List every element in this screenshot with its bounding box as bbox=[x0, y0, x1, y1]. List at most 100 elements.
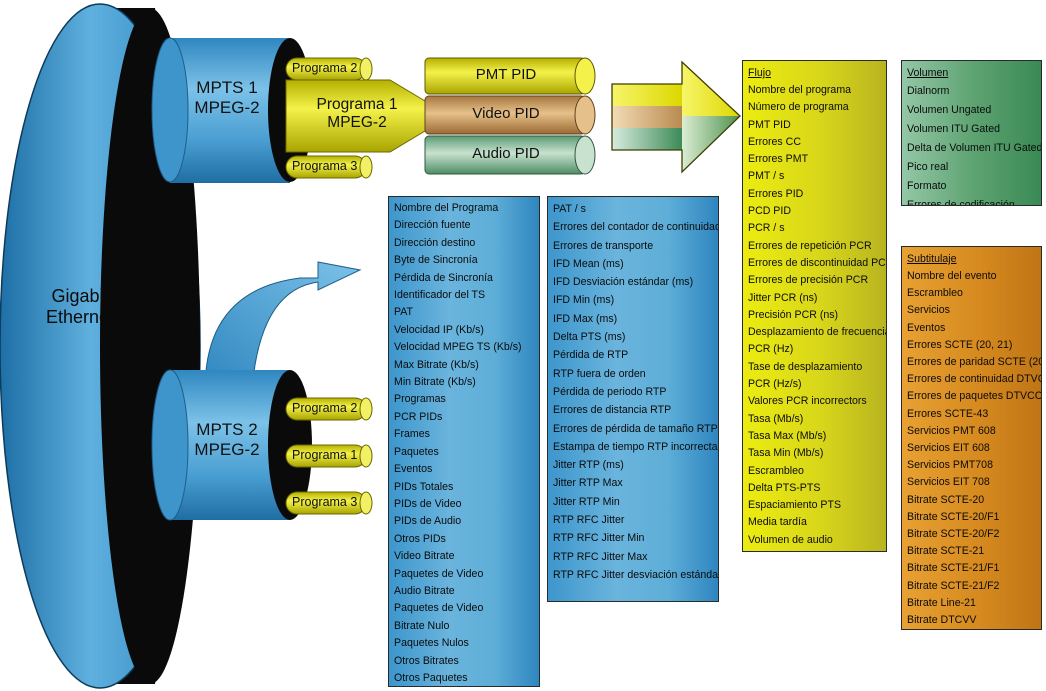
subtitulaje-item: Servicios EIT 608 bbox=[907, 442, 990, 455]
subtitulaje-item: Bitrate SCTE-21/F1 bbox=[907, 562, 1000, 575]
volumen-item: Dialnorm bbox=[907, 85, 950, 97]
subtitulaje-item: Nombre del evento bbox=[907, 270, 997, 282]
flujo-item: Delta PTS-PTS bbox=[748, 481, 821, 494]
volumen-item: Volumen Ungated bbox=[907, 104, 992, 116]
flujo-item: PCR (Hz/s) bbox=[748, 378, 802, 391]
transport-metric-item: Paquetes de Video bbox=[394, 602, 484, 615]
curved-arrow-icon bbox=[204, 261, 362, 391]
flujo-item: Valores PCR incorrectors bbox=[748, 395, 867, 408]
mpts1-program-tubes bbox=[285, 57, 431, 179]
subtitulaje-item: Errores SCTE (20, 21) bbox=[907, 338, 1013, 351]
mpts2-program-1: Programa 1 bbox=[292, 448, 358, 462]
flujo-item: Precisión PCR (ns) bbox=[748, 308, 839, 321]
volumen-item: Pico real bbox=[907, 161, 949, 173]
flujo-item: Errores PMT bbox=[748, 153, 809, 166]
mpts2-program-2: Programa 2 bbox=[292, 401, 358, 415]
subtitulaje-item: Bitrate SCTE-20 bbox=[907, 493, 985, 506]
subtitulaje-item: Bitrate SCTE-20/F2 bbox=[907, 528, 1000, 541]
transport-metric-item: Velocidad IP (Kb/s) bbox=[394, 323, 484, 336]
pid-tubes bbox=[424, 57, 596, 175]
rtp-metric-item: IFD Min (ms) bbox=[553, 294, 615, 307]
transport-metric-item: Min Bitrate (Kb/s) bbox=[394, 376, 476, 389]
subtitulaje-item: Escrambleo bbox=[907, 287, 963, 300]
mpts1-program-2: Programa 2 bbox=[292, 61, 358, 75]
rtp-metric-item: IFD Mean (ms) bbox=[553, 257, 624, 270]
rtp-metric-item: Errores de distancia RTP bbox=[553, 404, 672, 417]
flujo-item: PCD PID bbox=[748, 205, 791, 218]
subtitulaje-item: Bitrate DTCVV bbox=[907, 614, 977, 627]
rtp-metric-item: Pérdida de periodo RTP bbox=[553, 385, 667, 398]
volumen-item: Formato bbox=[907, 180, 947, 192]
mpts1-line1: MPTS 1 bbox=[196, 78, 258, 97]
volumen-item: Volumen ITU Gated bbox=[907, 123, 1001, 135]
transport-metric-item: Otros Bitrates bbox=[394, 654, 459, 667]
rtp-metric-item: PAT / s bbox=[553, 203, 586, 215]
subtitulaje-item: Servicios PMT 608 bbox=[907, 424, 996, 437]
flujo-item: Errores CC bbox=[748, 135, 801, 148]
rtp-metric-item: Errores del contador de continuidad bbox=[553, 221, 719, 234]
rtp-metric-item: Errores de transporte bbox=[553, 239, 654, 252]
mpts2-program-3: Programa 3 bbox=[292, 495, 358, 509]
rtp-metric-item: Jitter RTP Min bbox=[553, 495, 620, 508]
transport-metric-item: Audio Bitrate bbox=[394, 584, 455, 597]
transport-metric-item: Dirección fuente bbox=[394, 219, 471, 232]
tricolor-arrow-icon bbox=[611, 60, 741, 174]
subtitulaje-item: Servicios EIT 708 bbox=[907, 476, 990, 489]
flujo-item: Volumen de audio bbox=[748, 533, 833, 546]
transport-metric-item: Paquetes de Video bbox=[394, 567, 484, 580]
rtp-metric-item: Estampa de tiempo RTP incorrecta bbox=[553, 440, 718, 453]
transport-metric-item: Bitrate Nulo bbox=[394, 619, 450, 632]
flujo-title: Flujo bbox=[748, 67, 771, 79]
rtp-metrics-box: PAT / s Errores del contador de continuid… bbox=[547, 196, 719, 602]
subtitulaje-item: Errores de paquetes DTVCC bbox=[907, 390, 1042, 403]
gigabit-line1: Gigabit bbox=[51, 286, 109, 306]
transport-metric-item: Programas bbox=[394, 393, 446, 406]
video-pid-label: Video PID bbox=[472, 105, 540, 122]
flujo-item: Jitter PCR (ns) bbox=[748, 291, 818, 304]
transport-metric-item: PIDs de Video bbox=[394, 497, 462, 510]
rtp-metric-item: RTP RFC Jitter Min bbox=[553, 532, 645, 545]
flujo-item: PMT PID bbox=[748, 118, 791, 131]
subtitulaje-title: Subtitulaje bbox=[907, 253, 957, 265]
flujo-item: PCR (Hz) bbox=[748, 343, 794, 356]
flujo-item: Tase de desplazamiento bbox=[748, 360, 863, 373]
rtp-metrics-list: PAT / s Errores del contador de continuid… bbox=[548, 200, 718, 584]
flujo-item: Número de programa bbox=[748, 101, 849, 114]
rtp-metric-item: IFD Desviación estándar (ms) bbox=[553, 276, 694, 289]
mpts1-line2: MPEG-2 bbox=[194, 97, 260, 117]
transport-metric-item: Nombre del Programa bbox=[394, 202, 499, 214]
flujo-item: Tasa (Mb/s) bbox=[748, 412, 804, 425]
transport-metric-item: PIDs Totales bbox=[394, 480, 454, 493]
rtp-metric-item: IFD Max (ms) bbox=[553, 312, 618, 325]
transport-metric-item: Identificador del TS bbox=[394, 289, 486, 302]
flujo-item: Escrambleo bbox=[748, 464, 804, 477]
transport-metric-item: PCR PIDs bbox=[394, 410, 443, 423]
subtitulaje-item: Bitrate SCTE-20/F1 bbox=[907, 510, 1000, 523]
transport-metric-item: PIDs de Audio bbox=[394, 515, 462, 528]
flujo-item: PMT / s bbox=[748, 170, 785, 183]
rtp-metric-item: RTP fuera de orden bbox=[553, 367, 646, 380]
flujo-item: Errores de repetición PCR bbox=[748, 239, 872, 252]
transport-metric-item: Dirección destino bbox=[394, 236, 476, 249]
rtp-metric-item: RTP RFC Jitter bbox=[553, 514, 625, 527]
transport-metric-item: PAT bbox=[394, 306, 414, 319]
subtitulaje-item: Servicios PMT708 bbox=[907, 459, 993, 472]
transport-metric-item: Byte de Sincronía bbox=[394, 254, 478, 267]
transport-metric-item: Eventos bbox=[394, 463, 433, 476]
subtitulaje-item: Errores de continuidad DTVCC bbox=[907, 373, 1042, 386]
gigabit-label: Gigabit Ethernet bbox=[30, 286, 130, 327]
flujo-item: Tasa Max (Mb/s) bbox=[748, 429, 827, 442]
transport-metric-item: Video Bitrate bbox=[394, 550, 455, 563]
flujo-item: Desplazamiento de frecuencia bbox=[748, 326, 887, 339]
subtitulaje-item: Errores SCTE-43 bbox=[907, 407, 989, 420]
flujo-item: Errores PID bbox=[748, 187, 804, 200]
mpts2-line2: MPEG-2 bbox=[194, 439, 260, 459]
volumen-item: Errores de codificación bbox=[907, 199, 1015, 206]
